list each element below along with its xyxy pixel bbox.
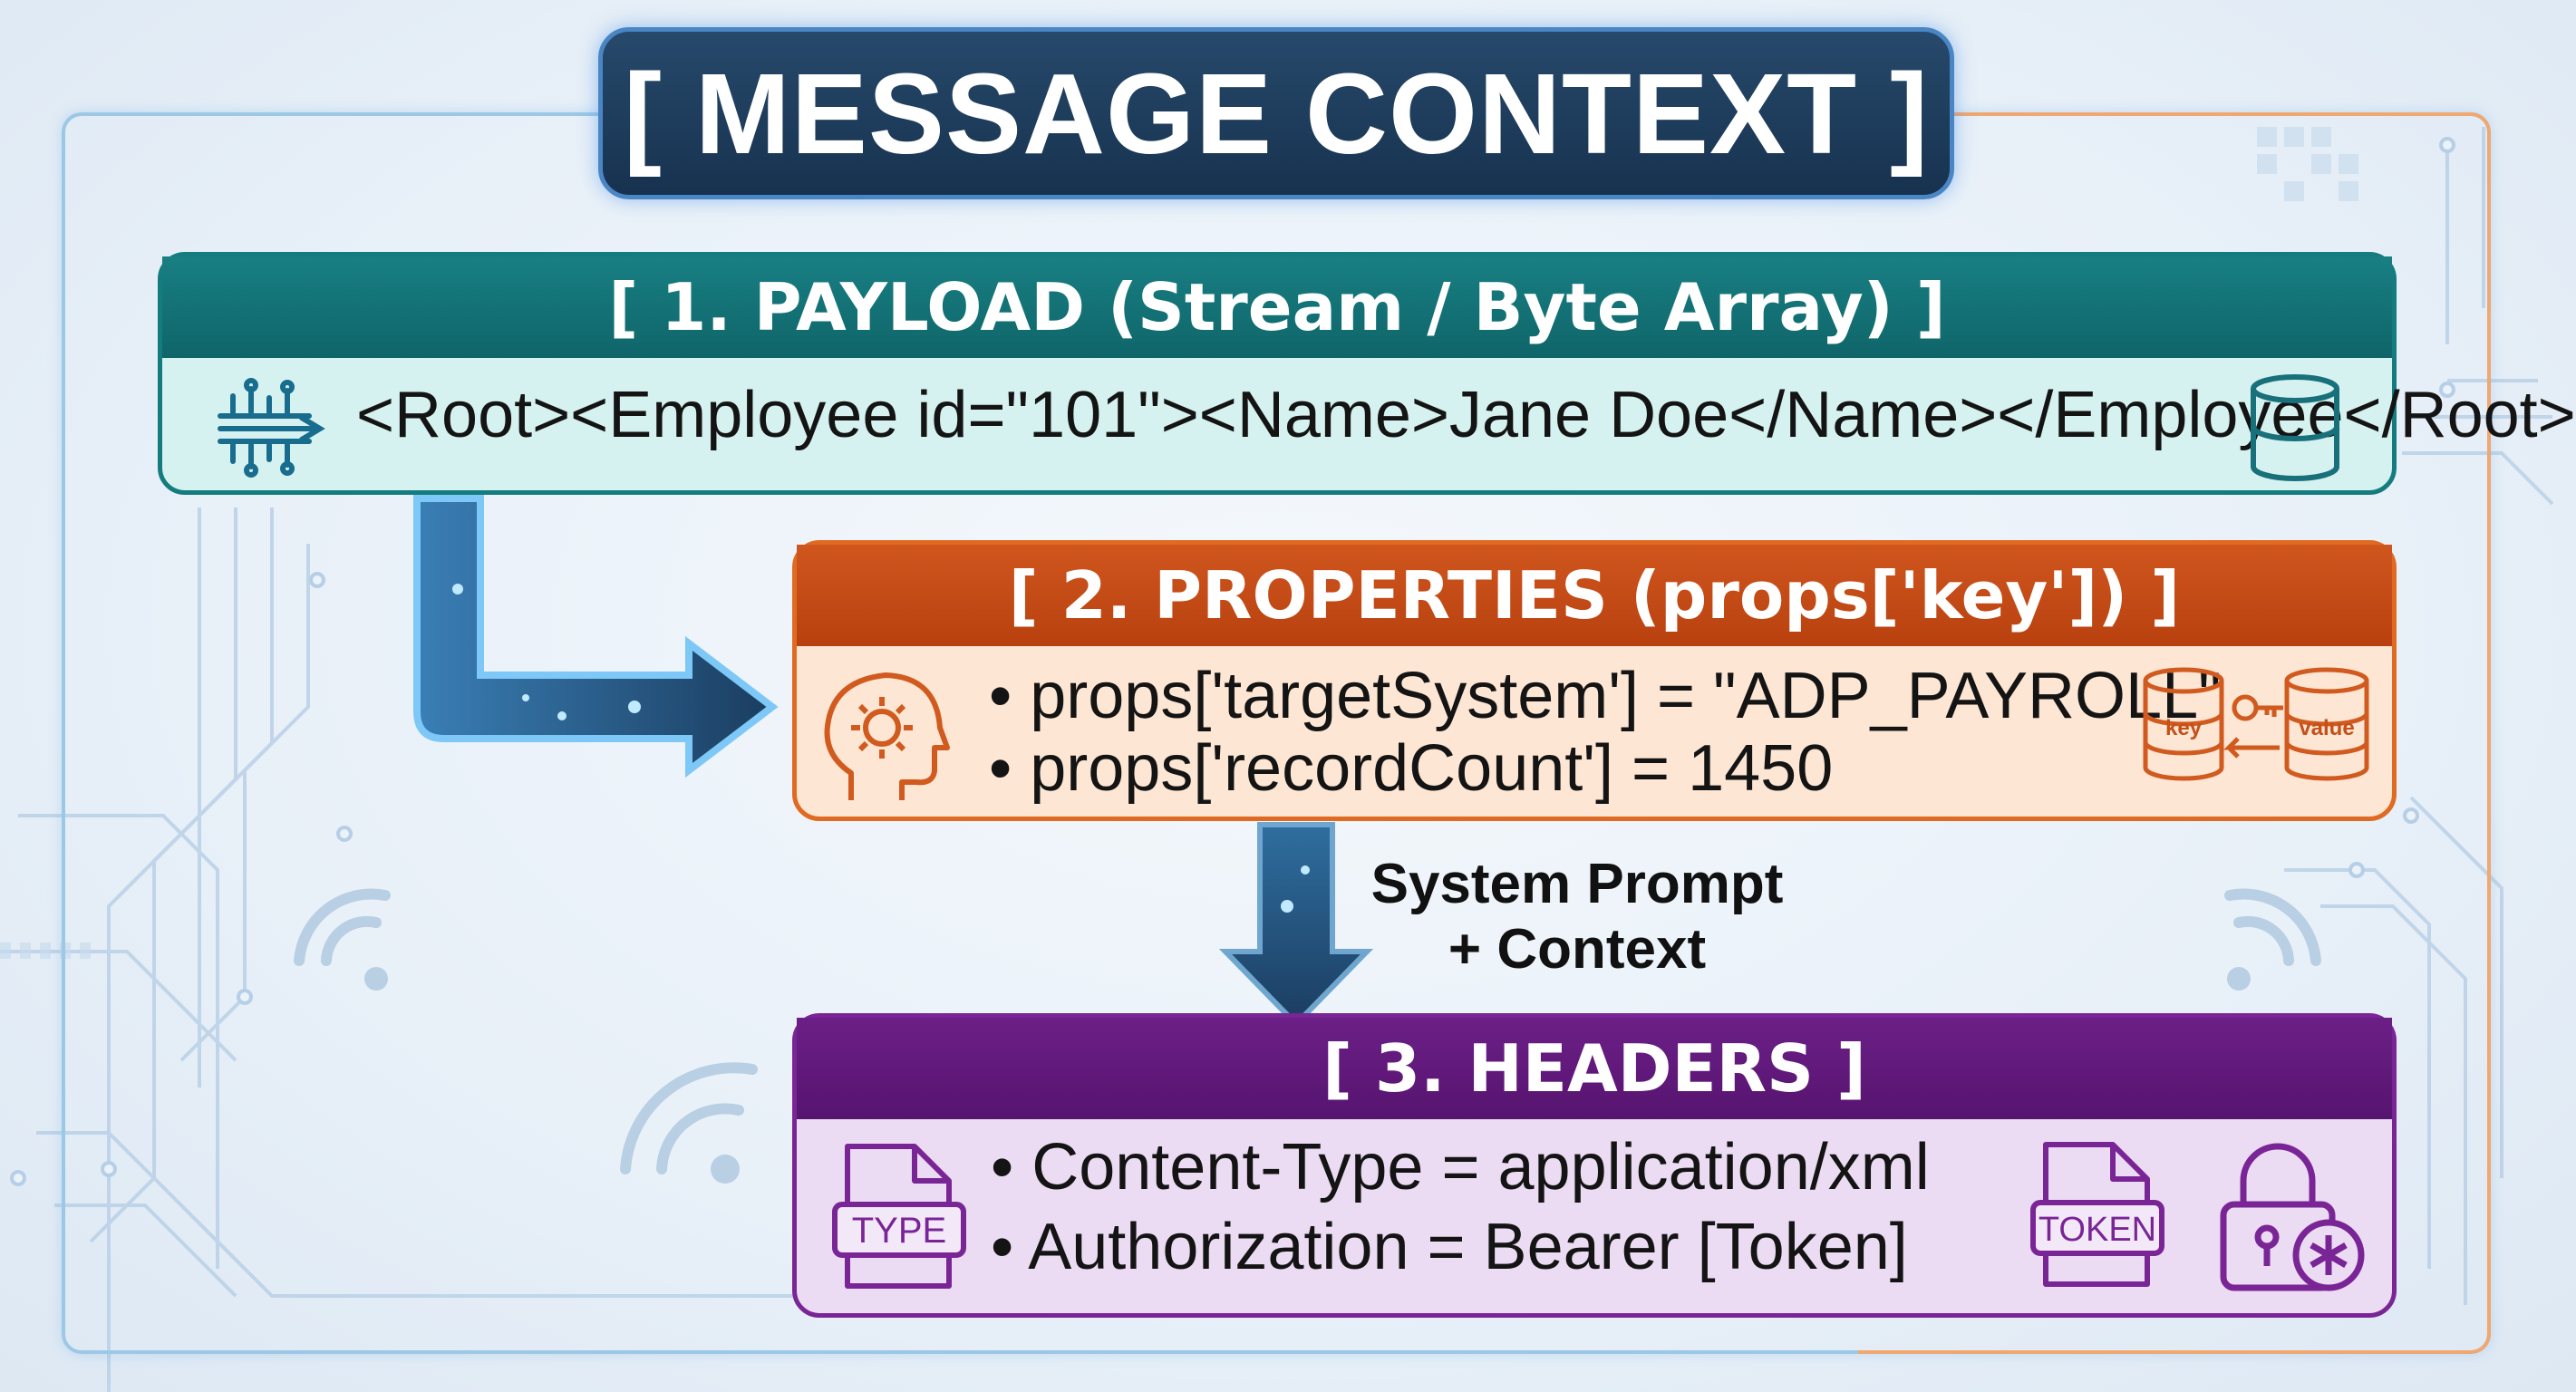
property-record-count: • props['recordCount'] = 1450 [989,732,1834,805]
type-file-icon: TYPE [832,1144,966,1289]
data-flow-icon [218,378,325,478]
connector-label: System Prompt + Context [1360,852,1795,982]
key-label: key [2165,716,2203,740]
value-label: value [2299,716,2354,740]
outer-frame-accent [1858,112,2491,1354]
properties-panel: [ 2. PROPERTIES (props['key']) ] • props… [792,540,2397,821]
token-label: TOKEN [2039,1211,2156,1249]
gear-head-icon [824,672,950,800]
payload-header: [ 1. PAYLOAD (Stream / Byte Array) ] [162,256,2392,358]
connector-label-line2: + Context [1448,918,1707,981]
header-content-type: • Content-Type = application/xml [991,1131,1930,1204]
properties-to-headers-arrow [1218,822,1374,1029]
type-label: TYPE [852,1211,946,1251]
header-authorization: • Authorization = Bearer [Token] [991,1211,1908,1283]
wifi-signal-icon [294,888,2321,1174]
payload-content: <Root><Employee id="101"><Name>Jane Doe<… [356,379,2576,451]
key-value-database-icon: key value [2143,667,2369,781]
payload-panel: [ 1. PAYLOAD (Stream / Byte Array) ] <Ro… [158,252,2576,495]
headers-header: [ 3. HEADERS ] [797,1018,2392,1119]
connector-label-line1: System Prompt [1370,853,1784,915]
padlock-icon [2220,1143,2365,1291]
token-file-icon: TOKEN [2030,1142,2164,1287]
page-title: [ MESSAGE CONTEXT ] [598,27,1954,199]
property-target-system: • props['targetSystem'] = "ADP_PAYROLL" [989,660,2222,732]
headers-panel: [ 3. HEADERS ] TYPE • Content-Type = app… [792,1013,2397,1318]
database-icon [2251,374,2339,481]
properties-header: [ 2. PROPERTIES (props['key']) ] [797,545,2392,646]
